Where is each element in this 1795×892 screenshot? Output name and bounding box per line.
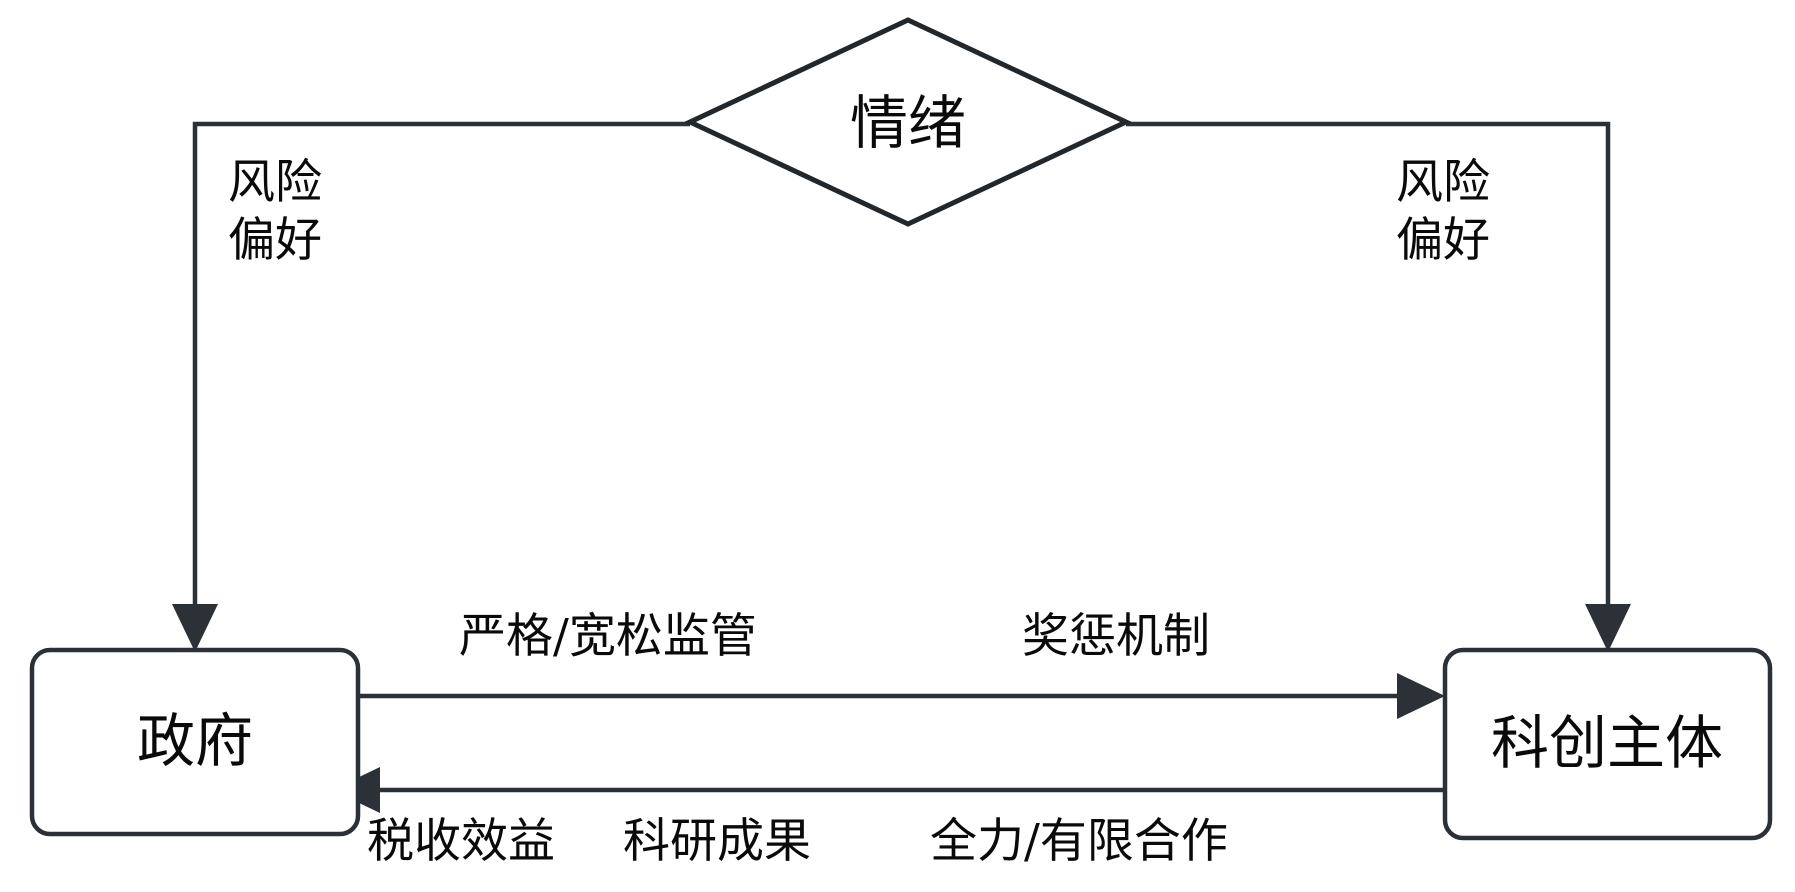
edge-label-government-to-innovator: 严格/宽松监管 奖惩机制: [459, 609, 1210, 664]
edge-emotion-to-government-arrowhead: [172, 604, 218, 652]
risk-right-line1: 风险: [1396, 155, 1490, 210]
emotion-label: 情绪: [850, 89, 966, 157]
edge-government-to-innovator: [317, 673, 1445, 719]
edge-emotion-to-innovator-arrowhead: [1585, 604, 1631, 652]
risk-right-line2: 偏好: [1396, 213, 1490, 268]
risk-left-line1: 风险: [228, 155, 322, 210]
edge-government-to-innovator-arrowhead: [1397, 673, 1445, 719]
government-box-shape[interactable]: [29, 647, 361, 837]
edge-innovator-to-government: [332, 767, 1445, 813]
cooperation-label: 全力/有限合作: [930, 814, 1228, 869]
emotion-diamond-shape[interactable]: [684, 17, 1132, 227]
risk-left-line2: 偏好: [228, 213, 322, 268]
regulation-label: 严格/宽松监管: [459, 609, 757, 664]
innovator-label: 科创主体: [1491, 709, 1723, 777]
node-emotion[interactable]: 情绪: [684, 17, 1132, 227]
edge-emotion-to-innovator-line: [1126, 121, 1611, 630]
node-innovator[interactable]: 科创主体: [1442, 647, 1773, 841]
edge-emotion-to-government: [172, 121, 690, 652]
edge-label-innovator-to-government: 税收效益 科研成果 全力/有限合作: [367, 814, 1228, 869]
edge-label-risk-right: 风险 偏好: [1396, 155, 1490, 268]
reward-penalty-label: 奖惩机制: [1022, 609, 1210, 664]
research-output-label: 科研成果: [623, 814, 811, 869]
tax-benefit-label: 税收效益: [367, 814, 555, 869]
node-government[interactable]: 政府: [29, 647, 361, 837]
government-label: 政府: [137, 707, 253, 775]
innovator-box-shape[interactable]: [1442, 647, 1773, 841]
edge-label-risk-left: 风险 偏好: [228, 155, 322, 268]
edge-emotion-to-innovator: [1126, 121, 1631, 652]
edge-emotion-to-government-line: [192, 121, 690, 630]
